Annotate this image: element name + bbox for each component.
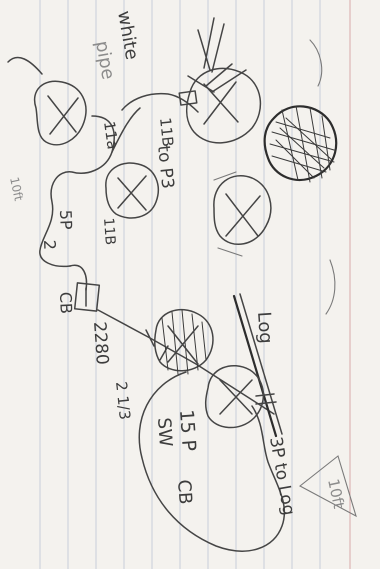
shrub-hatched-right [265,106,337,182]
label-to-p3: to P3 [153,144,177,189]
label-pipe-5p: 5P [56,209,76,230]
label-pipe-11a: 11a [100,120,122,151]
label-dim-2280: 2280 [89,321,112,366]
label-log: Log [253,311,276,345]
label-pipe-line2: pipe [91,39,118,81]
label-sw: SW [153,417,176,448]
label-cb-left: CB [56,291,76,314]
label-pipe-2: 2 [40,239,59,250]
label-pipe-11b-top: 11B [156,117,177,148]
tree-symbol-center [106,163,158,218]
label-fraction: 2 1/3 [112,381,134,421]
large-tree-top-center [179,18,260,143]
tree-symbol-right [214,172,271,256]
label-10ft: 10ft [324,477,348,510]
label-3p-to-log: 3P to Log [265,435,298,517]
label-cb-bottom: CB [173,479,196,505]
label-margin-faint: 10ft [7,176,26,203]
label-pipe-11b-mid: 11B [100,217,118,245]
label-15p: 15 P [175,409,200,452]
tree-hatched-mid [155,310,213,374]
tree-symbol-top-left [35,81,86,145]
label-white-line1: white [113,9,142,61]
